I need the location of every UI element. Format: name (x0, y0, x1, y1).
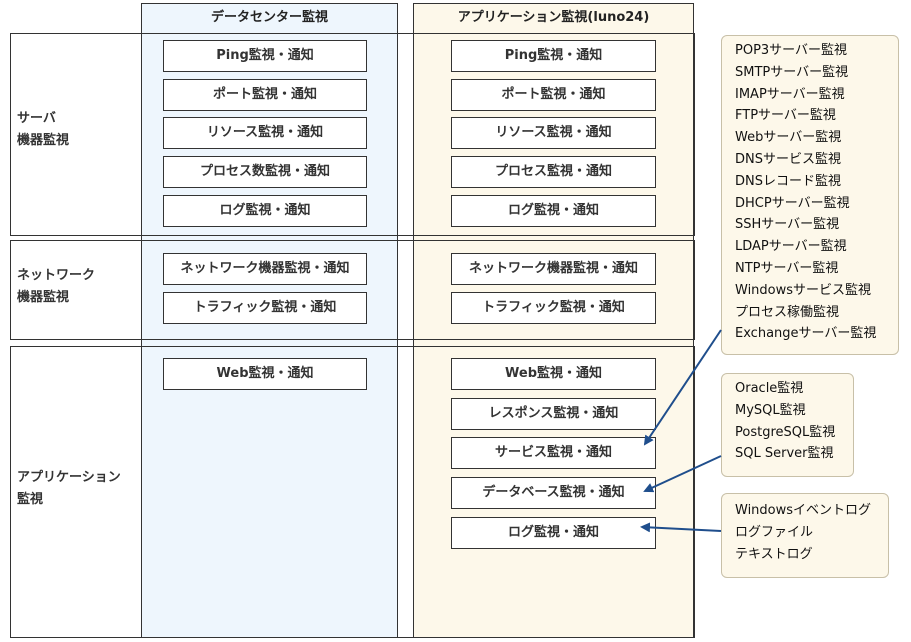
service-item: LDAPサーバー監視 (735, 239, 847, 255)
dc-port-box: ポート監視・通知 (163, 79, 367, 111)
network-row-label-line1: ネットワーク (17, 268, 96, 283)
app-service-box: サービス監視・通知 (451, 437, 656, 469)
server-row (10, 33, 695, 236)
application-row-label-line2: 監視 (17, 492, 44, 507)
app-log-monitor-box: ログ監視・通知 (451, 517, 656, 549)
app-response-box: レスポンス監視・通知 (451, 398, 656, 430)
service-item: SMTPサーバー監視 (735, 64, 849, 80)
database-item: Oracle監視 (735, 381, 804, 396)
service-item: SSHサーバー監視 (735, 217, 840, 233)
network-row (10, 240, 695, 340)
service-item: DNSレコード監視 (735, 173, 841, 189)
dc-web-box: Web監視・通知 (163, 358, 367, 390)
dc-log-box: ログ監視・通知 (163, 195, 367, 227)
application-row-label-line1: アプリケーション (17, 470, 121, 485)
app-log-box: ログ監視・通知 (451, 195, 656, 227)
services-arrow (643, 329, 722, 446)
dc-process-count-box: プロセス数監視・通知 (163, 156, 367, 188)
network-row-label: ネットワーク 機器監視 (17, 265, 95, 309)
dc-resource-box: リソース監視・通知 (163, 117, 367, 149)
database-note: Oracle監視 MySQL監視 PostgreSQL監視 SQL Server… (721, 373, 854, 477)
app-port-box: ポート監視・通知 (451, 79, 656, 111)
service-item: Windowsサービス監視 (735, 282, 872, 298)
service-item: POP3サーバー監視 (735, 43, 848, 58)
database-arrow (643, 455, 722, 493)
dc-traffic-box: トラフィック監視・通知 (163, 292, 367, 324)
log-item: テキストログ (735, 546, 813, 562)
application-row-label: アプリケーション 監視 (17, 467, 121, 511)
network-row-label-line2: 機器監視 (17, 290, 70, 305)
app-ping-box: Ping監視・通知 (451, 40, 656, 72)
server-row-label: サーバ 機器監視 (17, 108, 69, 152)
app-database-box: データベース監視・通知 (451, 477, 656, 509)
service-item: DHCPサーバー監視 (735, 195, 850, 211)
app-web-box: Web監視・通知 (451, 358, 656, 390)
server-row-label-line2: 機器監視 (17, 133, 70, 148)
dc-ping-box: Ping監視・通知 (163, 40, 367, 72)
server-row-label-line1: サーバ (17, 111, 56, 126)
application-column-header: アプリケーション監視(luno24) (457, 10, 650, 25)
service-item: プロセス稼働監視 (735, 304, 840, 320)
services-note: POP3サーバー監視 SMTPサーバー監視 IMAPサーバー監視 FTPサーバー… (721, 35, 899, 355)
app-traffic-box: トラフィック監視・通知 (451, 292, 656, 324)
dc-network-device-box: ネットワーク機器監視・通知 (163, 253, 367, 285)
app-resource-box: リソース監視・通知 (451, 117, 656, 149)
service-item: DNSサービス監視 (735, 151, 841, 167)
database-item: SQL Server監視 (735, 446, 834, 462)
database-item: PostgreSQL監視 (735, 424, 836, 440)
logs-arrow (640, 522, 722, 533)
log-item: ログファイル (735, 524, 814, 540)
service-item: IMAPサーバー監視 (735, 86, 845, 102)
service-item: Exchangeサーバー監視 (735, 326, 877, 342)
datacenter-column-header: データセンター監視 (210, 10, 328, 25)
service-item: Webサーバー監視 (735, 130, 842, 146)
logs-note: Windowsイベントログ ログファイル テキストログ (721, 493, 889, 578)
application-row (10, 346, 695, 638)
app-process-box: プロセス監視・通知 (451, 156, 656, 188)
log-item: Windowsイベントログ (735, 503, 872, 518)
service-item: NTPサーバー監視 (735, 260, 839, 276)
database-item: MySQL監視 (735, 402, 806, 418)
service-item: FTPサーバー監視 (735, 108, 836, 124)
app-network-device-box: ネットワーク機器監視・通知 (451, 253, 656, 285)
